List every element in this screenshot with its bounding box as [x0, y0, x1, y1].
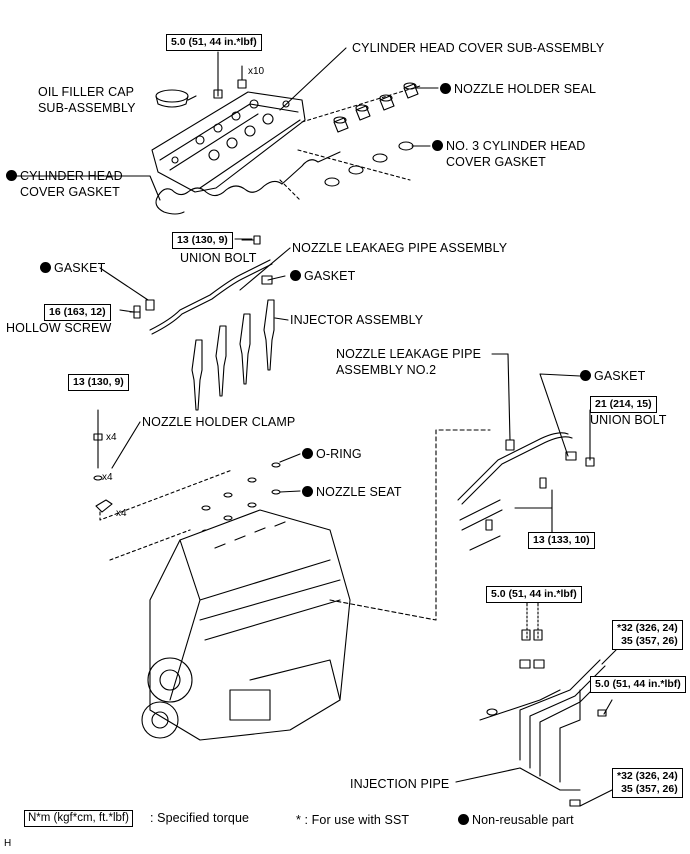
label-cylinder-head-cover: CYLINDER HEAD COVER SUB-ASSEMBLY — [352, 41, 605, 55]
label-head-cover-gasket: CYLINDER HEAD COVER GASKET — [6, 168, 123, 200]
non-reusable-dot-icon — [302, 486, 313, 497]
mult-cover-nuts: x10 — [248, 66, 265, 77]
non-reusable-dot-icon — [458, 814, 469, 825]
legend-torque-text: : Specified torque — [150, 811, 250, 825]
corner-mark: H — [4, 838, 12, 849]
label-nozzle-holder-seal: NOZZLE HOLDER SEAL — [440, 81, 596, 97]
non-reusable-dot-icon — [290, 270, 301, 281]
label-head-cover-gasket-line2: COVER GASKET — [20, 185, 120, 199]
label-oil-filler-cap-line2: SUB-ASSEMBLY — [38, 101, 136, 115]
label-gasket-mid-text: GASKET — [304, 269, 356, 283]
label-no3-gasket: NO. 3 CYLINDER HEAD COVER GASKET — [432, 138, 585, 170]
label-o-ring: O-RING — [302, 446, 362, 462]
label-nozzle-seat: NOZZLE SEAT — [302, 484, 402, 500]
nozzle-holder-seals — [324, 82, 419, 187]
torque-injection-nut-upper: *32 (326, 24) 35 (357, 26) — [612, 620, 683, 650]
label-nozzle-seat-text: NOZZLE SEAT — [316, 485, 402, 499]
oil-filler-cap — [155, 89, 189, 108]
label-no3-gasket-line2: COVER GASKET — [446, 155, 546, 169]
label-oil-filler-cap: OIL FILLER CAP SUB-ASSEMBLY — [38, 84, 136, 116]
label-head-cover-gasket-line1: CYLINDER HEAD — [6, 168, 123, 184]
torque-injection-nut-upper-line2: 35 (357, 26) — [621, 635, 678, 647]
torque-clamp-bolt: 13 (130, 9) — [68, 374, 129, 391]
label-injection-pipe: INJECTION PIPE — [350, 777, 450, 791]
label-gasket-right: GASKET — [580, 368, 645, 384]
torque-injection-bolt: 5.0 (51, 44 in.*lbf) — [590, 676, 686, 693]
label-union-bolt-right: UNION BOLT — [590, 413, 667, 427]
torque-injection-clamp-bolts: 5.0 (51, 44 in.*lbf) — [486, 586, 582, 603]
mult-clamp-bolts: x4 — [106, 432, 117, 443]
label-nozzle-holder-clamp: NOZZLE HOLDER CLAMP — [142, 415, 296, 429]
label-leak-pipe-no2: NOZZLE LEAKAGE PIPE ASSEMBLY NO.2 — [336, 346, 481, 378]
non-reusable-dot-icon — [580, 370, 591, 381]
legend-torque-box: N*m (kgf*cm, ft.*lbf) — [24, 810, 133, 827]
non-reusable-dot-icon — [302, 448, 313, 459]
torque-union-bolt-right: 21 (214, 15) — [590, 396, 657, 413]
label-gasket-left: GASKET — [40, 260, 105, 276]
label-hollow-screw: HOLLOW SCREW — [6, 321, 112, 335]
torque-union-bolt-top: 13 (130, 9) — [172, 232, 233, 249]
label-oil-filler-cap-line1: OIL FILLER CAP — [38, 85, 135, 99]
legend-non-reusable: Non-reusable part — [458, 812, 574, 828]
label-nozzle-leak-pipe: NOZZLE LEAKAEG PIPE ASSEMBLY — [292, 241, 508, 255]
torque-leakage-pipe-bolts: 13 (133, 10) — [528, 532, 595, 549]
label-gasket-left-text: GASKET — [54, 261, 106, 275]
label-gasket-right-text: GASKET — [594, 369, 646, 383]
nozzle-leakage-pipe-no2 — [457, 432, 595, 551]
non-reusable-dot-icon — [440, 83, 451, 94]
legend-non-reusable-text: Non-reusable part — [472, 813, 574, 827]
legend-sst-text: * : For use with SST — [296, 813, 410, 827]
torque-injection-nut-lower-line2: 35 (357, 26) — [621, 783, 678, 795]
engine-block — [141, 509, 351, 741]
label-head-cover-gasket-line1-text: CYLINDER HEAD — [20, 169, 123, 183]
non-reusable-dot-icon — [432, 140, 443, 151]
torque-injection-nut-upper-line1: *32 (326, 24) — [617, 622, 678, 634]
mult-clamp-washers: x4 — [102, 472, 113, 483]
label-leak-pipe-no2-line2: ASSEMBLY NO.2 — [336, 363, 437, 377]
cylinder-head-cover-gasket — [155, 151, 341, 215]
cylinder-head-cover — [151, 91, 306, 193]
torque-injection-nut-lower-line1: *32 (326, 24) — [617, 770, 678, 782]
label-o-ring-text: O-RING — [316, 447, 362, 461]
leader-lines — [11, 47, 617, 807]
nozzle-leakage-pipe — [145, 259, 273, 335]
mult-clamps: x4 — [116, 508, 127, 519]
torque-hollow-screw: 16 (163, 12) — [44, 304, 111, 321]
torque-head-cover-nut: 5.0 (51, 44 in.*lbf) — [166, 34, 262, 51]
label-injector-assembly: INJECTOR ASSEMBLY — [290, 313, 424, 327]
injector-assemblies — [191, 299, 275, 411]
injection-pipes — [479, 629, 607, 807]
label-no3-gasket-line1: NO. 3 CYLINDER HEAD — [432, 138, 585, 154]
label-nozzle-holder-seal-text: NOZZLE HOLDER SEAL — [454, 82, 597, 96]
label-gasket-mid: GASKET — [290, 268, 355, 284]
non-reusable-dot-icon — [40, 262, 51, 273]
label-union-bolt-top: UNION BOLT — [180, 251, 257, 265]
non-reusable-dot-icon — [6, 170, 17, 181]
torque-injection-nut-lower: *32 (326, 24) 35 (357, 26) — [612, 768, 683, 798]
label-leak-pipe-no2-line1: NOZZLE LEAKAGE PIPE — [336, 347, 482, 361]
label-no3-gasket-line1-text: NO. 3 CYLINDER HEAD — [446, 139, 586, 153]
